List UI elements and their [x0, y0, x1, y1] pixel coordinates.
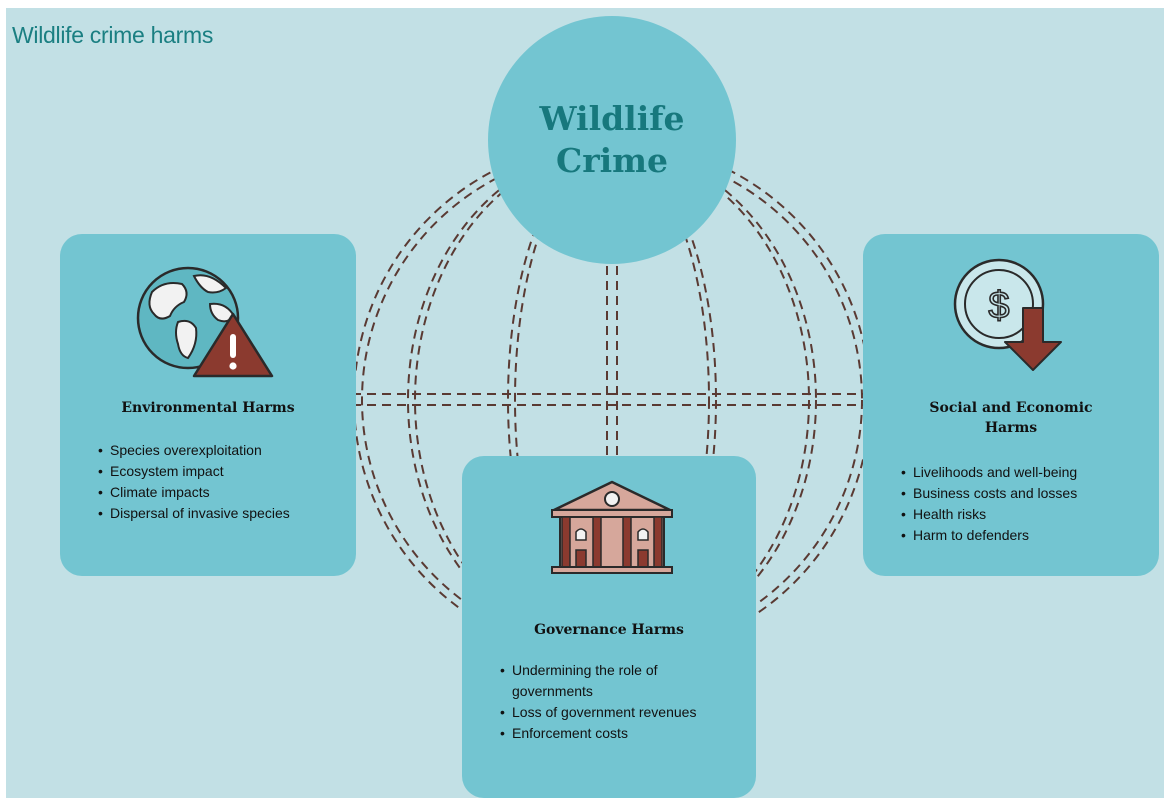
list-item: Climate impacts — [98, 482, 348, 503]
list-item: Business costs and losses — [901, 483, 1151, 504]
list-item: Health risks — [901, 504, 1151, 525]
environmental-harms-list: Species overexploitation Ecosystem impac… — [98, 440, 348, 524]
environmental-harms-heading: Environmental Harms — [121, 400, 295, 416]
globe-meridian-wide — [407, 147, 817, 653]
list-item: Loss of government revenues — [500, 702, 740, 723]
governance-harms-card: Governance Harms Undermining the role of… — [462, 456, 756, 798]
list-item: Dispersal of invasive species — [98, 503, 348, 524]
diagram-canvas: Wildlife crime harms Wildlife Crime Envi… — [6, 8, 1164, 798]
center-label: Wildlife Crime — [539, 99, 685, 180]
page-title: Wildlife crime harms — [12, 22, 214, 48]
wildlife-crime-circle: Wildlife Crime — [488, 16, 736, 264]
social-economic-harms-card: $ Social and Economic Harms Livelihoods … — [863, 234, 1159, 576]
social-economic-harms-heading: Social and Economic Harms — [929, 400, 1093, 436]
government-building-icon — [551, 480, 673, 574]
social-economic-harms-list: Livelihoods and well-being Business cost… — [901, 462, 1151, 546]
list-item: Livelihoods and well-being — [901, 462, 1151, 483]
list-item: Ecosystem impact — [98, 461, 348, 482]
globe-warning-icon — [136, 266, 274, 378]
dollar-down-arrow-icon: $ — [953, 258, 1062, 371]
list-item: Harm to defenders — [901, 525, 1151, 546]
svg-text:$: $ — [988, 285, 1009, 327]
governance-harms-heading: Governance Harms — [534, 622, 684, 638]
list-item: Undermining the role of governments — [500, 660, 740, 702]
environmental-harms-card: Environmental Harms Species overexploita… — [60, 234, 356, 576]
governance-harms-list: Undermining the role of governments Loss… — [500, 660, 740, 744]
list-item: Enforcement costs — [500, 723, 740, 744]
list-item: Species overexploitation — [98, 440, 348, 461]
